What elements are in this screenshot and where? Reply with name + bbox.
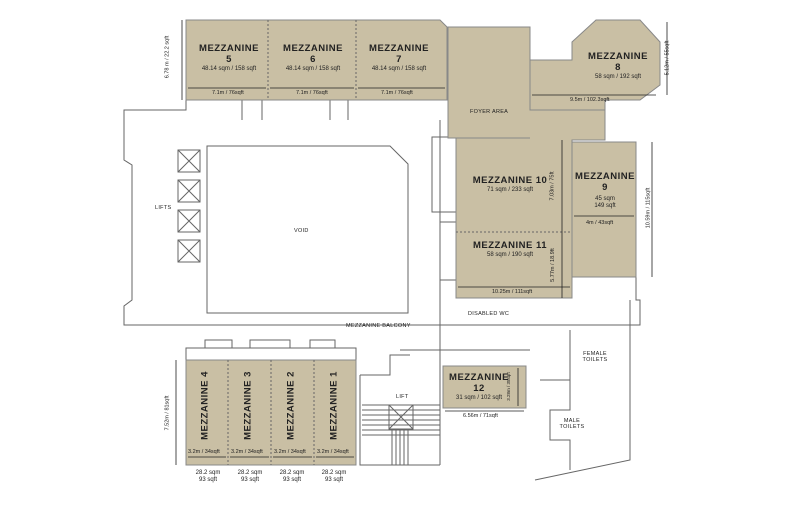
room-area: 48.14 sqm / 158 sqft <box>285 65 341 72</box>
room-title: MEZZANINE <box>449 372 509 383</box>
void-outline <box>206 145 409 314</box>
room-number: 8 <box>615 61 621 73</box>
room-area-sqm: 45 sqm <box>595 195 615 202</box>
dimension-label: 10.59m / 115sqft <box>645 187 652 229</box>
dimension-label: 7.1m / 76sqft <box>381 90 413 96</box>
room-area: 31 sqm / 102 sqft <box>455 394 503 401</box>
mezzanine-8[interactable]: MEZZANINE 8 58 sqm / 192 sqft <box>578 51 658 81</box>
dimension-label: 7.03m / 75ft <box>549 171 556 201</box>
dimension-label: 9.5m / 102.3sqft <box>570 97 610 103</box>
lift-label: LIFT <box>396 394 409 400</box>
room-title: MEZZANINE <box>588 51 648 62</box>
sqm: 28.2 sqm <box>321 470 347 476</box>
male-toilets-label: MALE TOILETS <box>559 418 585 430</box>
room-area: 58 sqm / 192 sqft <box>594 73 642 80</box>
dimension-label: 10.25m / 111sqft <box>492 289 533 295</box>
dimension-label: 4m / 43sqft <box>586 220 614 226</box>
foyer-area-label: FOYER AREA <box>470 109 509 115</box>
room-title: MEZZANINE <box>369 43 429 54</box>
mezzanine-balcony-label: MEZZANINE BALCONY <box>346 323 411 329</box>
room-title: MEZZANINE <box>199 43 259 54</box>
lifts-label: LIFTS <box>155 205 172 211</box>
room-number: 5 <box>226 53 232 65</box>
room-number: 9 <box>602 181 608 193</box>
dimension-label: 3.2m / 34sqft <box>188 449 220 455</box>
room-area: 71 sqm / 233 sqft <box>486 186 534 193</box>
dimension-label: 7.52m / 81sqft <box>164 395 171 431</box>
room-area: 48.14 sqm / 158 sqft <box>201 65 257 72</box>
female-toilets-label: FEMALE TOILETS <box>582 351 608 363</box>
dimension-label: 3.2m / 34sqft <box>317 449 349 455</box>
lift-boxes <box>177 149 201 263</box>
mezzanine-2[interactable]: MEZZANINE 2 <box>285 371 297 440</box>
mezzanine-10[interactable]: MEZZANINE 10 71 sqm / 233 sqft <box>460 175 560 194</box>
mezzanine-9[interactable]: MEZZANINE 9 45 sqm 149 sqft <box>574 171 636 210</box>
mezzanine-11[interactable]: MEZZANINE 11 58 sqm / 190 sqft <box>460 240 560 259</box>
mezzanine-12-fill <box>442 365 527 409</box>
room-area-sqft: 149 sqft <box>594 202 616 209</box>
void-label: VOID <box>294 228 309 234</box>
dimension-label: 3.2m / 34sqft <box>274 449 306 455</box>
dimension-label: 3.28m / 35sqft <box>505 372 511 401</box>
foyer-fill <box>447 19 661 299</box>
dimension-label: 6.78 m / 22.2 sqft <box>164 35 171 79</box>
mezzanine-7[interactable]: MEZZANINE 7 48.14 sqm / 158 sqft <box>358 43 440 73</box>
room-title: MEZZANINE <box>283 43 343 54</box>
mezzanine-6[interactable]: MEZZANINE 6 48.14 sqm / 158 sqft <box>272 43 354 73</box>
dimension-label: 3.2m / 34sqft <box>231 449 263 455</box>
sqft: 93 sqft <box>324 476 343 483</box>
dimension-label: 5.77m / 18.9ft <box>549 248 556 282</box>
dimension-label: 7.1m / 76sqft <box>296 90 328 96</box>
sqft: 93 sqft <box>198 476 217 483</box>
mezzanine-4[interactable]: MEZZANINE 4 <box>199 371 211 440</box>
mezzanine-3[interactable]: MEZZANINE 3 <box>242 371 254 440</box>
mezzanine-5-7-fill <box>185 19 448 101</box>
mezzanine-12[interactable]: MEZZANINE 12 31 sqm / 102 sqft <box>444 372 514 402</box>
disabled-wc-label: DISABLED WC <box>468 311 510 317</box>
mezzanine-5[interactable]: MEZZANINE 5 48.14 sqm / 158 sqft <box>190 43 268 73</box>
room-title: MEZZANINE 11 <box>472 240 548 251</box>
room-number: 7 <box>396 53 402 65</box>
room-number: 6 <box>310 53 316 65</box>
sqm: 28.2 sqm <box>237 470 263 476</box>
sqm: 28.2 sqm <box>195 470 221 476</box>
sqft: 93 sqft <box>240 476 259 483</box>
mezzanine-1[interactable]: MEZZANINE 1 <box>328 371 340 440</box>
sqm: 28.2 sqm <box>279 470 305 476</box>
dimension-lines <box>175 20 668 465</box>
room-title: MEZZANINE 10 <box>472 175 548 186</box>
dimension-label: 7.1m / 76sqft <box>212 90 244 96</box>
room-area: 48.14 sqm / 158 sqft <box>371 65 427 72</box>
dimension-label: 6.56m / 71sqft <box>463 413 498 419</box>
room-area: 58 sqm / 190 sqft <box>486 251 534 258</box>
sqft: 93 sqft <box>282 476 301 483</box>
room-number: 12 <box>473 382 485 394</box>
dimension-label: 5.12m / 55sqft <box>664 40 671 76</box>
room-title: MEZZANINE <box>575 171 635 182</box>
